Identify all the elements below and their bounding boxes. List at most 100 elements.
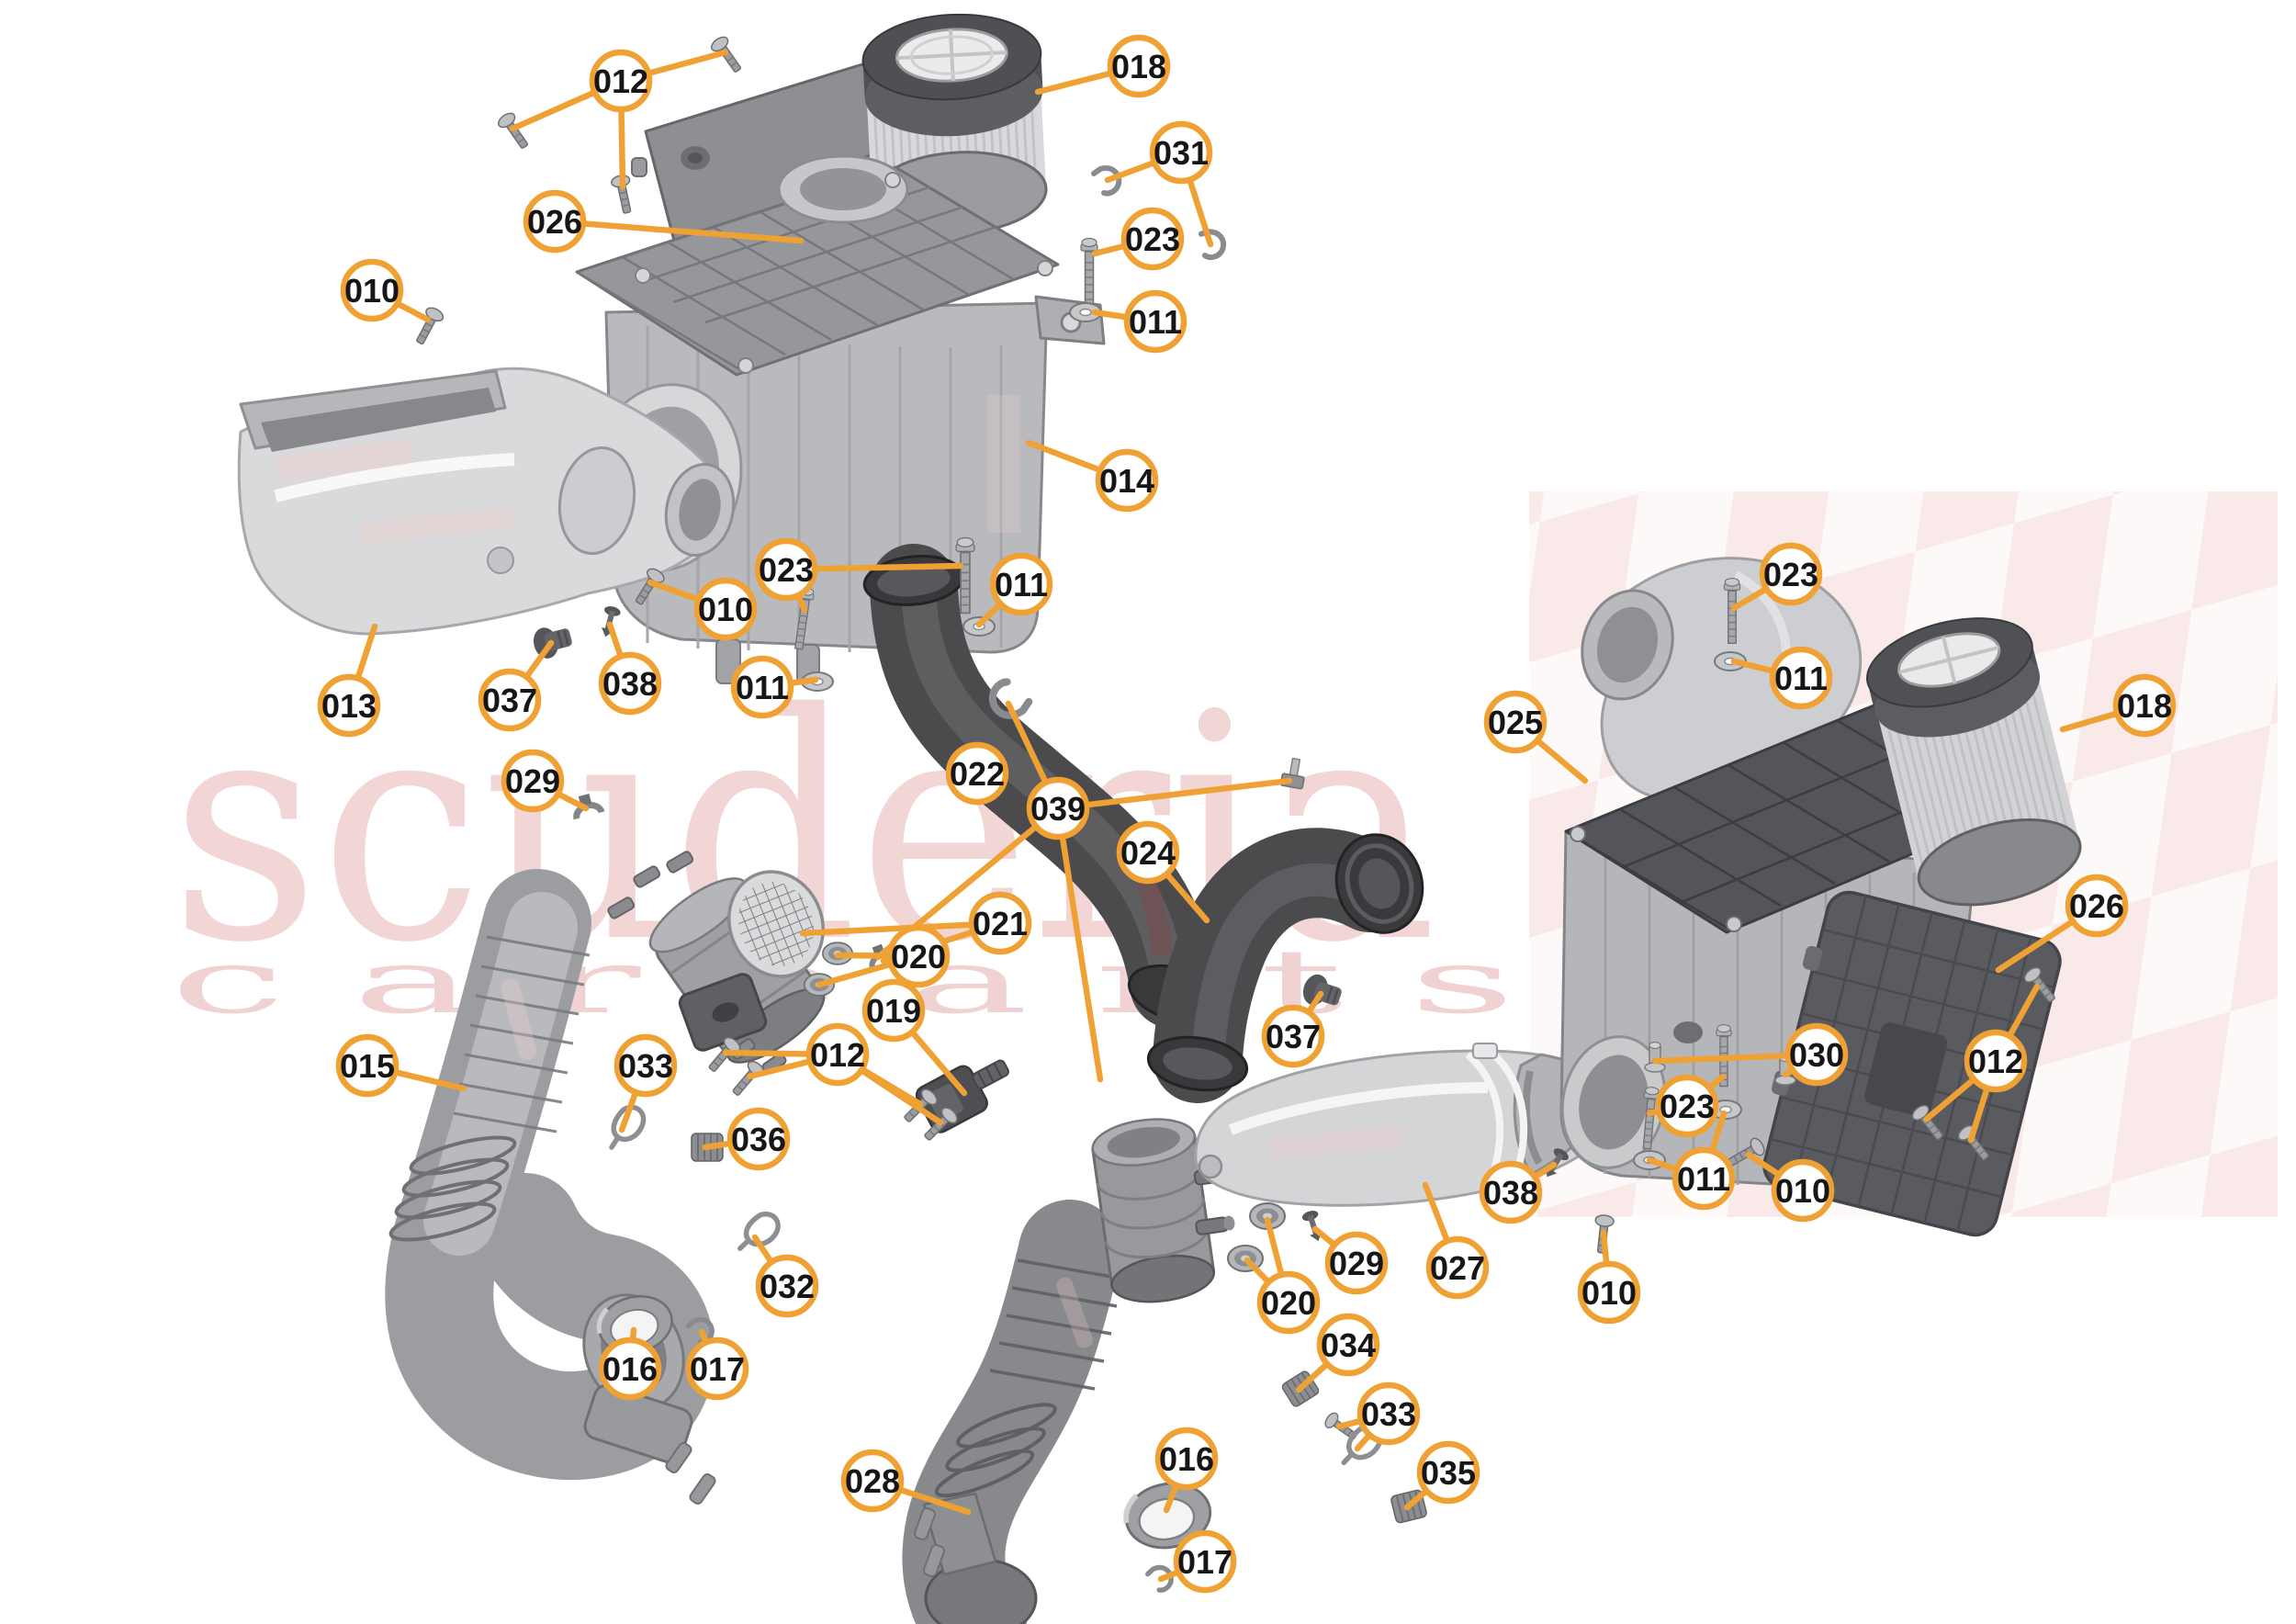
callout-016-26[interactable]: 016	[598, 1336, 662, 1401]
callout-020-32[interactable]: 020	[1256, 1270, 1321, 1335]
callout-011-48[interactable]: 011	[1769, 646, 1833, 710]
callout-circle[interactable]	[693, 577, 758, 641]
callout-circle[interactable]	[317, 673, 381, 738]
callout-circle[interactable]	[1026, 776, 1090, 840]
callout-023-47[interactable]: 023	[1759, 542, 1823, 606]
callout-010-37[interactable]: 010	[1577, 1260, 1641, 1325]
callout-circle[interactable]	[1356, 1382, 1421, 1446]
callout-circle[interactable]	[1261, 1004, 1325, 1068]
callout-circle[interactable]	[1416, 1440, 1480, 1505]
callout-012-23[interactable]: 012	[805, 1022, 870, 1087]
callout-circle[interactable]	[1577, 1260, 1641, 1325]
callout-circle[interactable]	[1425, 1235, 1490, 1300]
callout-circle[interactable]	[1759, 542, 1823, 606]
callout-circle[interactable]	[805, 1022, 870, 1087]
callout-019-22[interactable]: 019	[861, 978, 926, 1043]
callout-010-45[interactable]: 010	[1771, 1158, 1835, 1223]
callout-037-9[interactable]: 037	[478, 668, 542, 732]
callout-036-21[interactable]: 036	[726, 1107, 791, 1171]
callout-029-16[interactable]: 029	[501, 749, 565, 813]
callout-027-38[interactable]: 027	[1425, 1235, 1490, 1300]
callout-026-50[interactable]: 026	[2065, 874, 2129, 938]
callout-circle[interactable]	[598, 651, 662, 716]
callout-033-35[interactable]: 033	[1356, 1382, 1421, 1446]
callout-028-29[interactable]: 028	[840, 1449, 905, 1513]
callout-circle[interactable]	[1149, 120, 1213, 185]
callout-circle[interactable]	[613, 1033, 678, 1098]
callout-circle[interactable]	[1154, 1427, 1219, 1491]
callout-021-25[interactable]: 021	[968, 891, 1032, 955]
callout-034-34[interactable]: 034	[1316, 1313, 1380, 1377]
callout-circle[interactable]	[1116, 820, 1180, 885]
callout-circle[interactable]	[945, 741, 1009, 806]
callout-017-27[interactable]: 017	[685, 1336, 749, 1401]
callout-circle[interactable]	[1095, 448, 1159, 513]
callout-circle[interactable]	[340, 258, 404, 322]
callout-circle[interactable]	[335, 1033, 400, 1098]
callout-circle[interactable]	[1483, 690, 1548, 754]
callout-023-43[interactable]: 023	[1655, 1074, 1719, 1138]
callout-037-40[interactable]: 037	[1261, 1004, 1325, 1068]
callout-circle[interactable]	[840, 1449, 905, 1513]
callout-circle[interactable]	[754, 537, 818, 602]
callout-026-1[interactable]: 026	[523, 189, 587, 254]
callout-024-18[interactable]: 024	[1116, 820, 1180, 885]
callout-circle[interactable]	[501, 749, 565, 813]
callout-030-41[interactable]: 030	[1784, 1022, 1849, 1087]
callout-023-5[interactable]: 023	[1120, 207, 1185, 271]
callout-circle[interactable]	[1324, 1231, 1389, 1295]
callout-circle[interactable]	[755, 1254, 819, 1318]
callout-circle[interactable]	[1655, 1074, 1719, 1138]
callout-010-11[interactable]: 010	[693, 577, 758, 641]
callout-025-46[interactable]: 025	[1483, 690, 1548, 754]
callout-011-44[interactable]: 011	[1671, 1146, 1736, 1211]
callout-circle[interactable]	[598, 1336, 662, 1401]
callout-038-39[interactable]: 038	[1479, 1160, 1543, 1224]
callout-circle[interactable]	[1123, 289, 1187, 354]
callout-circle[interactable]	[1671, 1146, 1736, 1211]
callout-circle[interactable]	[523, 189, 587, 254]
callout-circle[interactable]	[1479, 1160, 1543, 1224]
callout-circle[interactable]	[2112, 673, 2177, 738]
callout-circle[interactable]	[1120, 207, 1185, 271]
callout-circle[interactable]	[589, 49, 653, 113]
callout-012-42[interactable]: 012	[1964, 1029, 2028, 1093]
callout-033-20[interactable]: 033	[613, 1033, 678, 1098]
callout-013-8[interactable]: 013	[317, 673, 381, 738]
callout-circle[interactable]	[1316, 1313, 1380, 1377]
callout-015-19[interactable]: 015	[335, 1033, 400, 1098]
callout-038-10[interactable]: 038	[598, 651, 662, 716]
callout-018-3[interactable]: 018	[1107, 34, 1171, 98]
callout-031-4[interactable]: 031	[1149, 120, 1213, 185]
callout-circle[interactable]	[1771, 1158, 1835, 1223]
callout-circle[interactable]	[1173, 1529, 1237, 1594]
callout-circle[interactable]	[1784, 1022, 1849, 1087]
callout-circle[interactable]	[1107, 34, 1171, 98]
callout-020-24[interactable]: 020	[886, 924, 951, 988]
callout-circle[interactable]	[726, 1107, 791, 1171]
callout-circle[interactable]	[1964, 1029, 2028, 1093]
callout-014-7[interactable]: 014	[1095, 448, 1159, 513]
callout-022-15[interactable]: 022	[945, 741, 1009, 806]
callout-035-36[interactable]: 035	[1416, 1440, 1480, 1505]
callout-012-0[interactable]: 012	[589, 49, 653, 113]
callout-011-6[interactable]: 011	[1123, 289, 1187, 354]
callout-011-13[interactable]: 011	[989, 552, 1053, 616]
callout-016-30[interactable]: 016	[1154, 1427, 1219, 1491]
callout-circle[interactable]	[989, 552, 1053, 616]
callout-023-12[interactable]: 023	[754, 537, 818, 602]
callout-circle[interactable]	[2065, 874, 2129, 938]
callout-017-31[interactable]: 017	[1173, 1529, 1237, 1594]
callout-circle[interactable]	[685, 1336, 749, 1401]
callout-029-33[interactable]: 029	[1324, 1231, 1389, 1295]
callout-circle[interactable]	[730, 655, 794, 719]
callout-circle[interactable]	[968, 891, 1032, 955]
callout-018-49[interactable]: 018	[2112, 673, 2177, 738]
callout-circle[interactable]	[1256, 1270, 1321, 1335]
callout-circle[interactable]	[478, 668, 542, 732]
callout-011-14[interactable]: 011	[730, 655, 794, 719]
callout-010-2[interactable]: 010	[340, 258, 404, 322]
callout-circle[interactable]	[1769, 646, 1833, 710]
callout-circle[interactable]	[886, 924, 951, 988]
callout-039-17[interactable]: 039	[1026, 776, 1090, 840]
